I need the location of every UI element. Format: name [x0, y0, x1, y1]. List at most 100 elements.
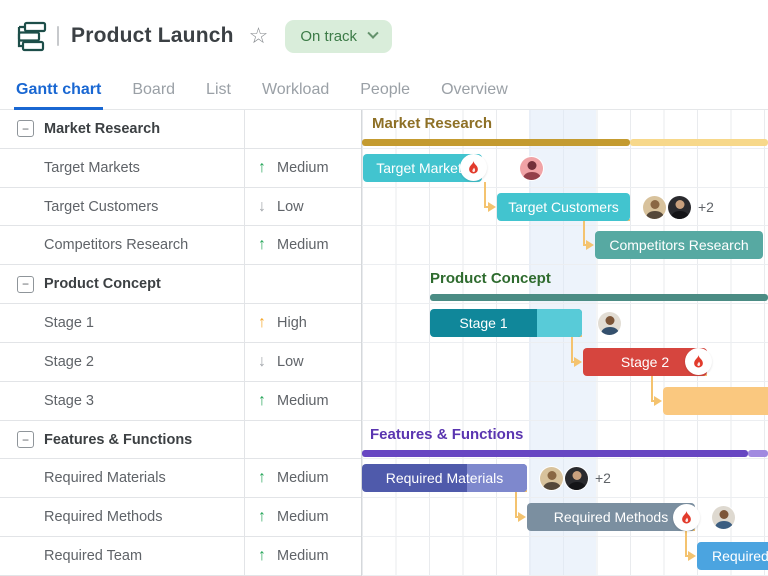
- task-row: Stage 3↑Medium: [0, 381, 361, 421]
- priority-label: Medium: [277, 470, 329, 487]
- task-row: Target Markets ↑Medium: [0, 148, 361, 188]
- gantt-bar-competitors-research[interactable]: Competitors Research: [595, 231, 763, 260]
- task-row: Required Methods↑Medium: [0, 498, 361, 538]
- priority-label: Medium: [277, 392, 329, 409]
- app-logo-icon[interactable]: [14, 20, 48, 52]
- task-name-cell-stage-3[interactable]: Stage 3: [0, 381, 245, 420]
- task-row: Required Materials↑Medium: [0, 459, 361, 499]
- priority-cell[interactable]: ↑Medium: [245, 459, 361, 497]
- deadline-flame-icon: [673, 503, 700, 531]
- priority-cell[interactable]: ↓Low: [245, 188, 361, 226]
- bar-label: Stage 2: [620, 353, 670, 370]
- priority-cell[interactable]: [245, 421, 361, 459]
- tab-bar: Gantt chart Board List Workload People Overvi…: [0, 72, 768, 110]
- collapse-toggle-icon[interactable]: −: [17, 275, 34, 293]
- gantt-bar-required-team[interactable]: Required Team: [697, 542, 768, 571]
- task-name-cell-competitors-research[interactable]: Competitors Research: [0, 226, 245, 265]
- collapse-toggle-icon[interactable]: −: [17, 120, 34, 138]
- group-row: −Market Research: [0, 110, 361, 149]
- assignee-avatar[interactable]: [668, 195, 691, 219]
- deadline-flame-icon: [460, 154, 487, 182]
- gantt-bar-target-markets[interactable]: Target Markets: [363, 153, 487, 182]
- assignee-overflow-badge[interactable]: +2: [698, 198, 714, 215]
- priority-label: High: [277, 315, 307, 332]
- task-name-cell-stage-2[interactable]: Stage 2: [0, 342, 245, 381]
- tab-workload[interactable]: Workload: [261, 80, 330, 98]
- gantt-bar-required-methods[interactable]: Required Methods: [527, 503, 700, 532]
- priority-cell[interactable]: ↑Medium: [245, 149, 361, 187]
- assignee-avatar[interactable]: [712, 506, 735, 530]
- priority-label: Low: [277, 353, 304, 370]
- priority-label: Medium: [277, 548, 329, 565]
- summary-label-product-concept: Product Concept: [430, 270, 551, 288]
- summary-bar-features-functions[interactable]: [748, 449, 768, 457]
- dependency-connector: [685, 531, 687, 558]
- task-name-cell-stage-1[interactable]: Stage 1: [0, 304, 245, 342]
- priority-label: Medium: [277, 159, 329, 176]
- task-name-label: Stage 1: [44, 315, 94, 332]
- tab-list[interactable]: List: [206, 80, 231, 98]
- gantt-bar-stage-2[interactable]: Stage 2: [583, 347, 712, 376]
- gantt-row: Competitors Research: [362, 226, 768, 266]
- tab-gantt-chart[interactable]: Gantt chart: [14, 72, 104, 110]
- group-row: −Features & Functions: [0, 420, 361, 460]
- tab-board[interactable]: Board: [132, 80, 176, 98]
- gantt-row: Required Methods: [362, 498, 768, 538]
- dependency-arrow-icon: [518, 512, 526, 523]
- status-badge[interactable]: On track: [285, 19, 393, 53]
- priority-cell[interactable]: ↑High: [245, 304, 361, 342]
- bar-label: Target Markets: [376, 159, 469, 176]
- task-name-cell-required-team[interactable]: Required Team: [0, 537, 245, 575]
- summary-bar-product-concept[interactable]: [430, 294, 768, 302]
- task-row: Stage 1 ↑High: [0, 304, 361, 343]
- task-name-label: Target Customers: [44, 198, 159, 215]
- task-row: Required Team ↑Medium: [0, 537, 361, 576]
- tab-people[interactable]: People: [360, 80, 411, 98]
- task-row: Competitors Research↑Medium: [0, 226, 361, 266]
- bar-label: Stage 1: [459, 315, 508, 332]
- gantt-bar-required-materials[interactable]: Required Materials: [362, 464, 527, 493]
- dependency-arrow-icon: [586, 240, 594, 251]
- tab-overview[interactable]: Overview: [441, 80, 508, 98]
- bar-label: Required Methods: [553, 509, 669, 526]
- task-name-cell-required-materials[interactable]: Required Materials: [0, 459, 245, 498]
- summary-bar-market-research[interactable]: [362, 139, 630, 146]
- priority-cell[interactable]: ↑Medium: [245, 498, 361, 536]
- group-row: −Product Concept: [0, 265, 361, 305]
- assignee-avatar[interactable]: [520, 156, 543, 180]
- summary-bar-features-functions[interactable]: [362, 449, 748, 457]
- bar-label: Required Team: [712, 548, 768, 565]
- chevron-down-icon: [367, 27, 379, 39]
- summary-label-market-research: Market Research: [372, 115, 493, 132]
- task-name-cell-target-markets[interactable]: Target Markets: [0, 148, 245, 187]
- task-name-cell-target-customers[interactable]: Target Customers: [0, 187, 245, 226]
- priority-cell[interactable]: ↑Medium: [245, 226, 361, 264]
- assignee-avatar[interactable]: [540, 467, 563, 491]
- favorite-star-icon[interactable]: ☆: [248, 23, 269, 48]
- task-name-label: Target Markets: [44, 159, 140, 176]
- priority-cell[interactable]: ↑Medium: [245, 537, 361, 575]
- gantt-bar-stage-1[interactable]: Stage 1: [430, 309, 582, 338]
- collapse-toggle-icon[interactable]: −: [17, 431, 34, 449]
- task-name-label: Required Team: [44, 548, 143, 565]
- group-name-cell-product-concept[interactable]: −Product Concept: [0, 265, 245, 304]
- assignee-avatar[interactable]: [643, 195, 666, 219]
- priority-cell[interactable]: [245, 265, 361, 303]
- priority-cell[interactable]: ↓Low: [245, 343, 361, 381]
- assignee-avatar[interactable]: [598, 312, 621, 336]
- priority-cell[interactable]: [245, 110, 361, 148]
- priority-cell[interactable]: ↑Medium: [245, 382, 361, 420]
- group-name-cell-features-functions[interactable]: −Features & Functions: [0, 420, 245, 459]
- assignee-overflow-badge[interactable]: +2: [595, 470, 611, 487]
- summary-bar-market-research[interactable]: [630, 139, 768, 146]
- priority-arrow-up-icon: ↑: [258, 508, 266, 526]
- dependency-arrow-icon: [654, 395, 662, 406]
- gantt-row: Required Team: [362, 537, 768, 576]
- group-name-cell-market-research[interactable]: −Market Research: [0, 110, 245, 148]
- gantt-bar-item[interactable]: [663, 386, 768, 415]
- task-name-cell-required-methods[interactable]: Required Methods: [0, 498, 245, 537]
- gantt-bar-target-customers[interactable]: Target Customers: [497, 192, 630, 221]
- assignee-avatar[interactable]: [565, 467, 588, 491]
